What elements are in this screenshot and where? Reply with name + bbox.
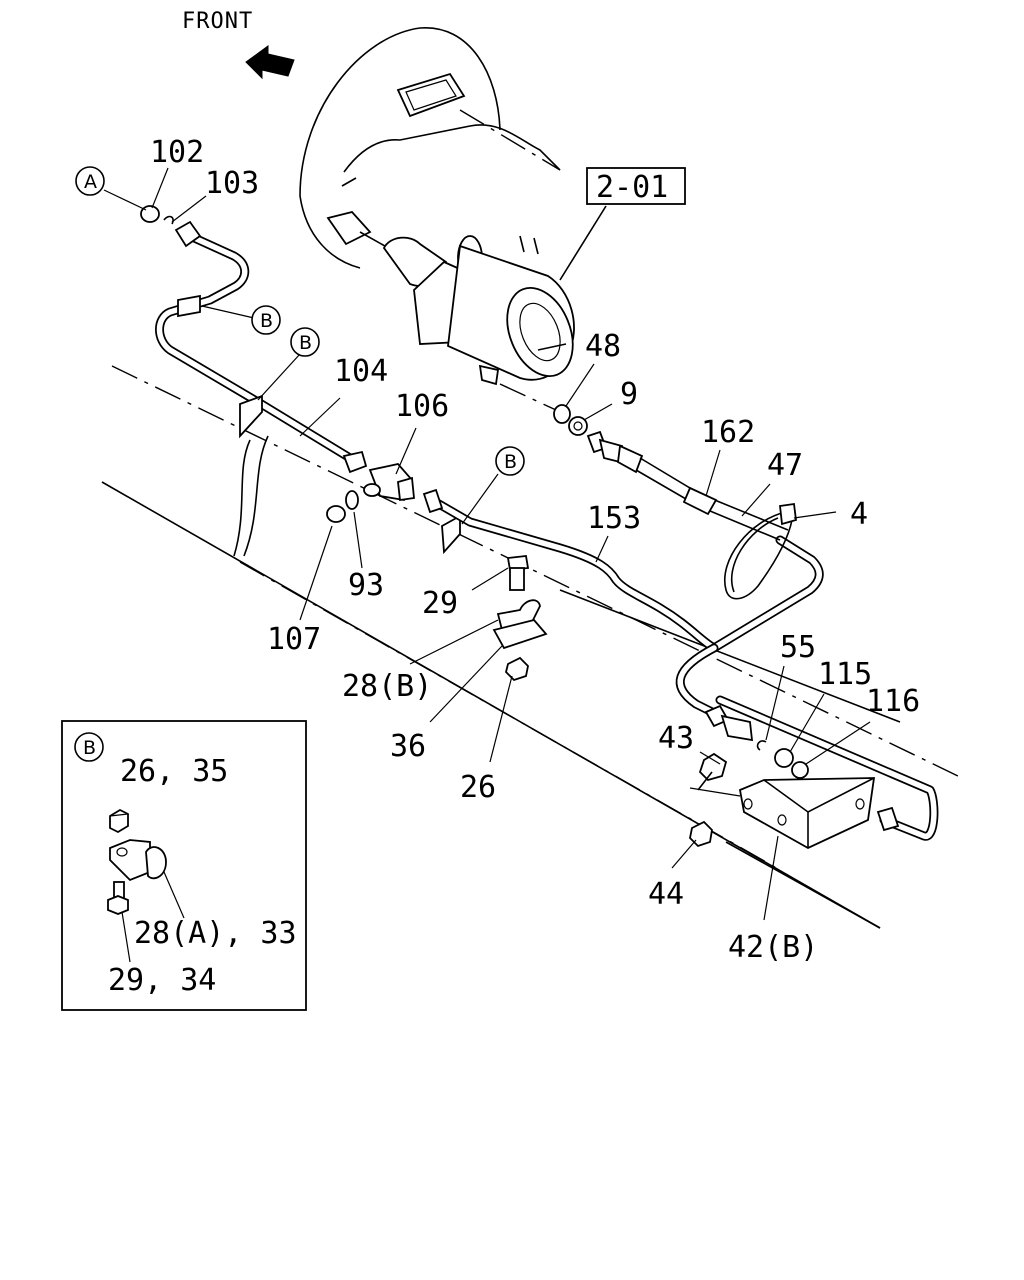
part-107-label[interactable]: 107 xyxy=(267,622,321,657)
detail-label-26-35[interactable]: 26, 35 xyxy=(120,754,228,789)
part-26-label[interactable]: 26 xyxy=(460,770,496,805)
front-arrow-icon xyxy=(245,45,295,80)
transmission-housing xyxy=(299,27,561,269)
part-104-label[interactable]: 104 xyxy=(334,354,388,389)
svg-text:A: A xyxy=(84,171,97,193)
part-106-label[interactable]: 106 xyxy=(395,389,449,424)
svg-text:B: B xyxy=(260,310,273,332)
svg-text:B: B xyxy=(504,451,517,473)
detail-leader-1 xyxy=(163,871,185,919)
detail-label-29-34[interactable]: 29, 34 xyxy=(108,963,216,998)
three-way-joint xyxy=(326,450,415,523)
nut-26 xyxy=(505,656,529,682)
part-103-label[interactable]: 103 xyxy=(205,166,259,201)
part-28b-label[interactable]: 28(B) xyxy=(342,669,432,704)
brake-pipe-lower xyxy=(715,695,939,841)
part-42b-label[interactable]: 42(B) xyxy=(728,930,818,965)
callout-A[interactable]: A xyxy=(75,166,105,196)
part-4-label[interactable]: 4 xyxy=(850,497,868,532)
part-93-label[interactable]: 93 xyxy=(348,568,384,603)
leader-2-01 xyxy=(559,205,607,281)
detail-nut xyxy=(109,808,129,834)
front-label: FRONT xyxy=(182,9,253,34)
part-162-label[interactable]: 162 xyxy=(701,415,755,450)
svg-text:B: B xyxy=(83,737,96,759)
part-102-label[interactable]: 102 xyxy=(150,135,204,170)
cylinder-assembly xyxy=(326,210,575,411)
part-153-label[interactable]: 153 xyxy=(587,501,641,536)
part-47-label[interactable]: 47 xyxy=(767,448,803,483)
detail-clip xyxy=(109,839,167,882)
part-44-label[interactable]: 44 xyxy=(648,877,684,912)
part-29-label[interactable]: 29 xyxy=(422,586,458,621)
brake-pipe-upper xyxy=(155,231,355,463)
plate-36 xyxy=(492,618,548,650)
bolt-29 xyxy=(506,555,530,591)
svg-text:B: B xyxy=(299,332,312,354)
part-115-label[interactable]: 115 xyxy=(818,657,872,692)
lower-fittings xyxy=(697,704,809,791)
part-55-label[interactable]: 55 xyxy=(780,630,816,665)
pipe-clips xyxy=(177,294,461,555)
brake-pipe-153 xyxy=(422,488,824,721)
pipe-fitting-103 xyxy=(140,205,202,248)
bracket-42b xyxy=(738,777,876,850)
washer-48 xyxy=(553,404,571,424)
detail-marker-b[interactable]: B xyxy=(74,732,104,762)
leader-lines xyxy=(103,167,871,921)
callout-B-3[interactable]: B xyxy=(495,446,525,476)
flexible-hose xyxy=(586,430,797,600)
part-43-label[interactable]: 43 xyxy=(658,721,694,756)
section-ref-box[interactable] xyxy=(586,167,686,205)
section-ref-label: 2-01 xyxy=(596,170,668,205)
detail-leader-2 xyxy=(121,911,131,963)
part-116-label[interactable]: 116 xyxy=(866,684,920,719)
callout-B-2[interactable]: B xyxy=(290,327,320,357)
detail-label-28a-33[interactable]: 28(A), 33 xyxy=(134,916,297,951)
detail-box-b: B 26, 35 28(A), 33 29, 34 xyxy=(61,720,307,1011)
callout-B-1[interactable]: B xyxy=(251,305,281,335)
detail-bolt xyxy=(107,881,129,915)
part-9-label[interactable]: 9 xyxy=(620,377,638,412)
frame-rails xyxy=(101,365,963,929)
part-36-label[interactable]: 36 xyxy=(390,729,426,764)
part-48-label[interactable]: 48 xyxy=(585,329,621,364)
nut-9 xyxy=(568,416,588,436)
